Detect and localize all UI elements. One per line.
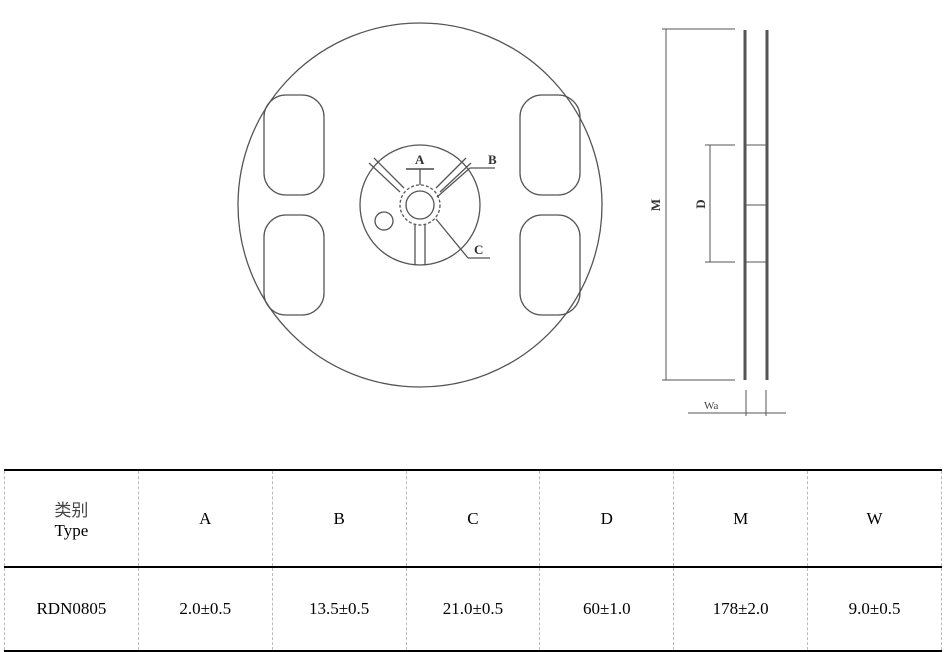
cell-B: 13.5±0.5 (271, 566, 407, 652)
cell-W: 9.0±0.5 (807, 566, 942, 652)
reel-dimension-drawing: A B C M D Wa (237, 22, 786, 416)
header-type: 类别 Type (4, 469, 139, 568)
label-B: B (488, 152, 497, 167)
dimension-table: 类别 Type A B C D M W RDN0805 2.0±0.5 13.5… (4, 469, 942, 652)
cell-A: 2.0±0.5 (137, 566, 273, 652)
header-W: W (807, 469, 942, 568)
cell-M: 178±2.0 (673, 566, 809, 652)
table-row: RDN0805 2.0±0.5 13.5±0.5 21.0±0.5 60±1.0… (4, 566, 942, 652)
label-W: Wa (704, 400, 719, 412)
reel-window-top-right (519, 94, 581, 196)
reel-window-bottom-left (263, 214, 325, 316)
label-A: A (415, 152, 425, 167)
cell-type: RDN0805 (4, 566, 139, 652)
cell-D: 60±1.0 (539, 566, 675, 652)
reel-window-bottom-right (519, 214, 581, 316)
header-type-cn: 类别 (54, 501, 89, 520)
label-M: M (648, 199, 663, 211)
reel-front-view (237, 22, 603, 388)
table-header-row: 类别 Type A B C D M W (4, 469, 942, 568)
header-C: C (405, 469, 541, 568)
label-D: D (693, 199, 708, 208)
header-A: A (137, 469, 273, 568)
header-D: D (539, 469, 675, 568)
label-C: C (474, 242, 483, 257)
reel-window-top-left (263, 94, 325, 196)
header-M: M (673, 469, 809, 568)
reel-side-view (662, 28, 786, 416)
header-B: B (271, 469, 407, 568)
header-type-en: Type (54, 521, 89, 540)
cell-C: 21.0±0.5 (405, 566, 541, 652)
